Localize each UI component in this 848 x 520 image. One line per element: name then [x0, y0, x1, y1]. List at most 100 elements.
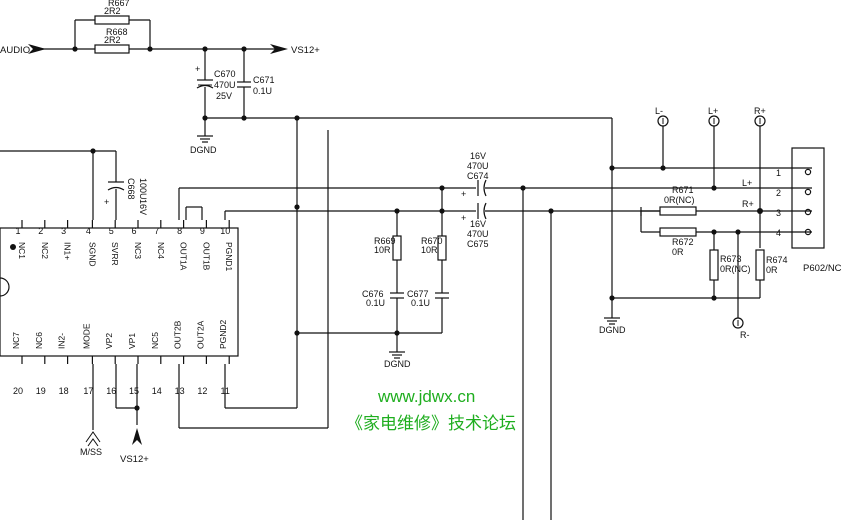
mode-net-label: M/SS — [80, 447, 102, 457]
c674-voltage: 16V — [470, 151, 486, 161]
c675-voltage: 16V — [470, 219, 486, 229]
audio-input-section: AUDIO R667 2R2 R668 2R2 VS12+ — [0, 0, 320, 56]
svg-text:+: + — [461, 189, 466, 199]
testpoint-r-minus-icon — [732, 317, 744, 329]
ic-pin-number: 6 — [131, 226, 136, 236]
ic-pin-name: IN1+ — [63, 242, 73, 260]
svrr-section: + C668 100U 16V — [0, 148, 148, 220]
connector-pin-2: 2 — [776, 188, 781, 198]
ic-pin-number: 17 — [83, 386, 93, 396]
resistor-r668 — [94, 44, 130, 54]
resistor-r672 — [659, 227, 697, 237]
amplifier-ic: 1NC12NC23IN1+4SGND5SVRR6NC37NC48OUT1A9OU… — [0, 220, 239, 396]
ic-pin-number: 9 — [200, 226, 205, 236]
ic-pin-name: MODE — [81, 323, 91, 349]
connector-pin-1: 1 — [776, 168, 781, 178]
r669-ref: R669 — [374, 236, 396, 246]
r670-value: 10R — [421, 245, 438, 255]
connector-net-l-plus: L+ — [742, 178, 752, 188]
r668-ref: R668 — [106, 27, 128, 37]
c675-ref: C675 — [467, 239, 489, 249]
svg-text:+: + — [461, 213, 466, 223]
r674-ref: R674 — [766, 255, 788, 265]
ic-traces: VS12+ M/SS — [80, 118, 470, 465]
resistor-r674 — [755, 249, 765, 281]
ic-pin-number: 3 — [61, 226, 66, 236]
c676-value: 0.1U — [366, 298, 385, 308]
svg-text:+: + — [195, 64, 200, 74]
ic-pin-number: 20 — [13, 386, 23, 396]
ic-pin-name: NC4 — [156, 242, 166, 259]
dgnd-label-2: DGND — [384, 359, 411, 369]
vs12-top-label: VS12+ — [291, 45, 320, 56]
ic-pin-name: VP2 — [104, 333, 114, 349]
output-capacitors: + 16V 470U C674 + 16V 470U C675 — [461, 151, 812, 520]
r673-ref: R673 — [720, 254, 742, 264]
connector-pin-4: 4 — [776, 228, 781, 238]
resistor-r673 — [709, 249, 719, 281]
r669-value: 10R — [374, 245, 391, 255]
pin1-marker — [10, 244, 16, 250]
c671-ref: C671 — [253, 75, 275, 85]
resistor-r671 — [659, 206, 697, 216]
r672-ref: R672 — [672, 237, 694, 247]
ic-pin-number: 7 — [154, 226, 159, 236]
c671-value: 0.1U — [253, 86, 272, 96]
c675-value: 470U — [467, 229, 489, 239]
connector-net-r-plus: R+ — [742, 199, 754, 209]
ic-pin-number: 18 — [59, 386, 69, 396]
r672-value: 0R — [672, 247, 684, 257]
connector-p602: 1 2 3 4 L+ R+ P602/NC — [742, 147, 842, 274]
ic-pin-number: 13 — [175, 386, 185, 396]
ic-pin-number: 5 — [109, 226, 114, 236]
r667-value: 2R2 — [104, 6, 121, 16]
ic-pin-number: 15 — [129, 386, 139, 396]
ic-pin-name: OUT1B — [201, 242, 211, 271]
ic-pin-12: 12 OUT2A — [195, 320, 207, 396]
ic-pin-name: OUT1A — [179, 242, 189, 271]
ic-pin-number: 8 — [177, 226, 182, 236]
supply-decoupling: + C670 470U 25V C671 0.1U DGND — [190, 49, 612, 155]
r670-ref: R670 — [421, 236, 443, 246]
ic-pin-name: PGND2 — [218, 319, 228, 349]
c674-value: 470U — [467, 161, 489, 171]
ic-pin-number: 4 — [86, 226, 91, 236]
tp-r-plus-label: R+ — [754, 106, 766, 116]
ic-pin-name: OUT2A — [195, 320, 205, 349]
zobel-network: R669 10R C676 0.1U R670 10R C677 0.1U DG… — [362, 188, 449, 369]
r668-value: 2R2 — [104, 35, 121, 45]
ic-pin-name: NC6 — [34, 332, 44, 349]
ic-pin-number: 1 — [15, 226, 20, 236]
c668-voltage: 16V — [138, 199, 148, 215]
resistor-r667 — [94, 15, 130, 25]
ic-pin-number: 14 — [152, 386, 162, 396]
tp-l-minus-label: L- — [655, 106, 663, 116]
watermark: www.jdwx.cn 《家电维修》技术论坛 — [346, 387, 516, 434]
r671-value: 0R(NC) — [664, 195, 695, 205]
r674-value: 0R — [766, 265, 778, 275]
c668-ref: C668 — [126, 178, 136, 200]
c677-ref: C677 — [407, 289, 429, 299]
ic-pin-name: SVRR — [110, 242, 120, 266]
ic-pin-name: PGND1 — [224, 242, 234, 272]
connector-ref: P602/NC — [803, 263, 842, 274]
tp-l-plus-label: L+ — [708, 106, 718, 116]
svg-text:+: + — [104, 197, 109, 207]
ic-pin-17: 17 MODE — [81, 323, 93, 396]
connector-body — [791, 147, 825, 249]
c670-value: 470U — [214, 80, 236, 90]
ic-pin-name: NC2 — [40, 242, 50, 259]
ic-pin-number: 12 — [197, 386, 207, 396]
